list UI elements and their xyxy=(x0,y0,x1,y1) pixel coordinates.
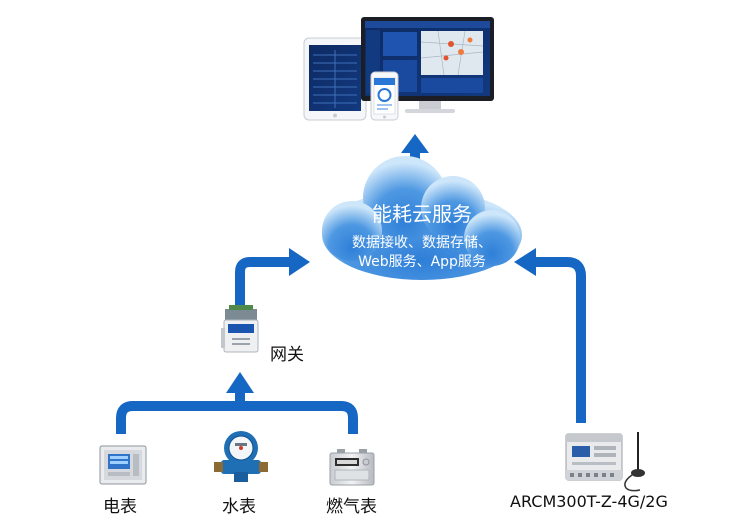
electric-meter-icon xyxy=(99,445,147,485)
arrow-gateway-to-cloud xyxy=(235,257,290,306)
arcm-meter-icon xyxy=(565,433,623,481)
cloud-title: 能耗云服务 xyxy=(372,202,472,226)
gateway-icon xyxy=(221,305,259,353)
tablet-icon xyxy=(303,37,367,121)
arrow-device-to-cloud xyxy=(535,257,586,423)
cloud-line-1: 数据接收、数据存储、 xyxy=(352,235,492,251)
gateway-label: 网关 xyxy=(270,345,304,365)
gas-meter-icon xyxy=(329,449,375,486)
water-meter-label: 水表 xyxy=(222,497,256,517)
arrowhead-cloud-right xyxy=(514,248,536,276)
arrowhead-gateway xyxy=(226,372,254,393)
cloud-icon xyxy=(322,156,522,280)
phone-icon xyxy=(370,71,399,121)
arrowhead-cloud-left xyxy=(289,248,310,276)
electric-meter-label: 电表 xyxy=(103,497,137,517)
arrowhead-apps xyxy=(401,134,429,153)
cloud-line-2: Web服务、App服务 xyxy=(358,254,486,270)
gas-meter-label: 燃气表 xyxy=(326,497,377,517)
arrow-meters-to-gateway xyxy=(116,392,358,434)
water-meter-icon xyxy=(214,431,268,482)
antenna-icon xyxy=(624,432,645,492)
device-label: ARCM300T-Z-4G/2G xyxy=(510,492,668,511)
